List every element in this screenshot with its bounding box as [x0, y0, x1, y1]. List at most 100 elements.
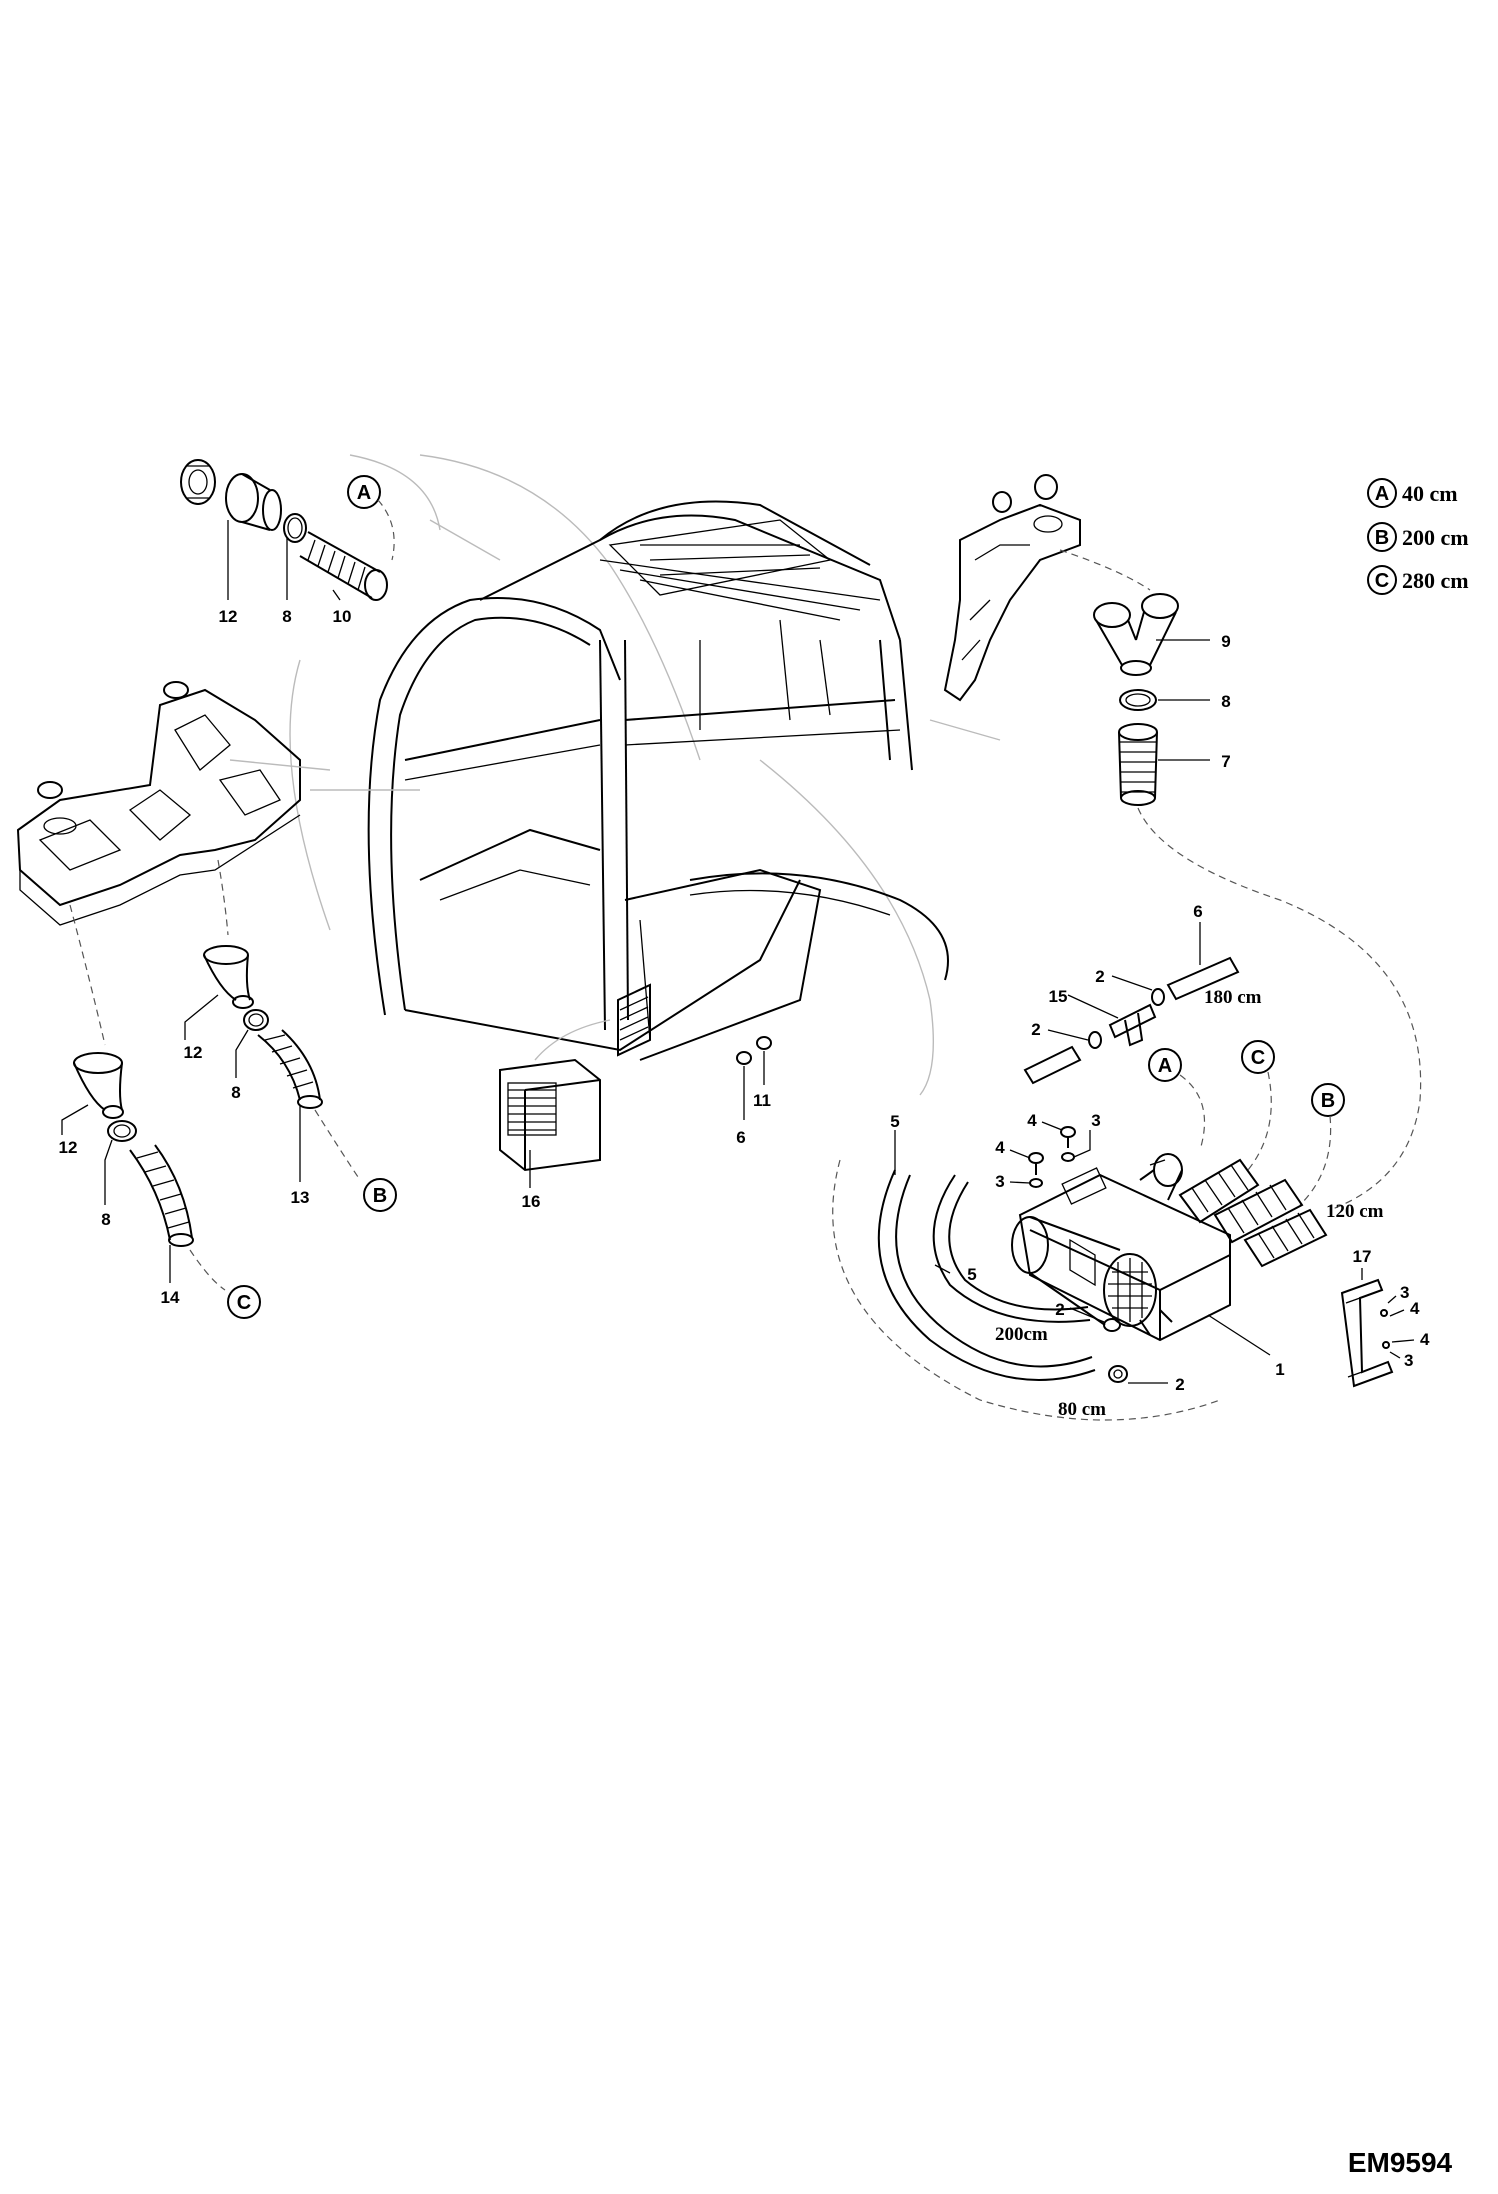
ref-circle-b-left	[363, 1178, 397, 1212]
callout-4-right: 4	[1027, 1111, 1037, 1130]
funnel-reducer-12-lower	[73, 1052, 124, 1119]
corrugated-hose-7	[1118, 723, 1158, 806]
outlet-hose-120	[1243, 1208, 1328, 1268]
svg-text:B: B	[1375, 527, 1389, 549]
cab-frame	[289, 454, 1001, 1096]
screw-4-left	[1028, 1152, 1044, 1175]
hose-clip-2-mid	[1088, 1031, 1102, 1049]
callout-3-bracket-b: 3	[1404, 1351, 1413, 1370]
funnel-reducer-12-upper	[203, 945, 254, 1009]
dim-200cm: 200cm	[995, 1324, 1048, 1345]
heater-fan-housing	[1011, 1216, 1157, 1327]
svg-text:200 cm: 200 cm	[1402, 525, 1469, 550]
t-piece-15	[1108, 1003, 1157, 1047]
dash-nut-left	[37, 781, 63, 799]
svg-text:A: A	[1375, 483, 1389, 505]
ref-circle-a-top	[347, 475, 381, 509]
dim-80cm: 80 cm	[1058, 1399, 1106, 1420]
bracket-screw-upper	[1380, 1309, 1388, 1317]
callout-4-bracket-a: 4	[1410, 1299, 1420, 1318]
detail-dash-duct: B 12 8 13 C 12 8 14	[16, 681, 397, 1319]
detail-heater-unit: 6 180 cm 2 15 2 A C B	[832, 902, 1384, 1421]
y-piece-9	[1093, 593, 1179, 676]
ref-circle-c-right	[1241, 1040, 1275, 1074]
hose-clip-2-left	[1103, 1318, 1121, 1332]
dash-nut-top	[163, 681, 189, 699]
callout-14: 14	[161, 1288, 180, 1307]
roof-nut-2	[1034, 474, 1058, 500]
callout-4-bracket-b: 4	[1420, 1330, 1430, 1349]
callout-7: 7	[1221, 752, 1230, 771]
callout-5-mid: 5	[967, 1265, 976, 1284]
cab-filter-16	[499, 1058, 601, 1172]
outlet-hose-a	[1139, 1153, 1183, 1201]
callout-3-bracket-a: 3	[1400, 1283, 1409, 1302]
callout-12-top: 12	[219, 607, 238, 626]
detail-roof-duct: 9 8 7	[943, 474, 1422, 1211]
legend-item-b: B 200 cm	[1367, 522, 1469, 552]
svg-text:C: C	[1375, 570, 1389, 592]
callout-2-heater-a: 2	[1055, 1300, 1064, 1319]
callout-13: 13	[291, 1188, 310, 1207]
ref-circle-b-right	[1311, 1083, 1345, 1117]
roof-duct-bracket	[943, 503, 1081, 702]
callout-15: 15	[1049, 987, 1068, 1006]
hose-clamp-8-right	[1119, 689, 1157, 711]
callout-3-right: 3	[1091, 1111, 1100, 1130]
callout-8-top: 8	[282, 607, 291, 626]
callout-2-mid: 2	[1031, 1020, 1040, 1039]
callout-2-heater-b: 2	[1175, 1375, 1184, 1394]
callout-2-upper: 2	[1095, 967, 1104, 986]
washer-3-left	[1029, 1178, 1043, 1188]
legend: A 40 cm B 200 cm C 280 cm	[1367, 478, 1469, 595]
heater-hose-5-inner	[932, 1174, 1091, 1323]
washer-3-right	[1061, 1152, 1075, 1162]
callout-12-mid: 12	[184, 1043, 203, 1062]
ref-circle-a-right	[1148, 1048, 1182, 1082]
hose-clip-2-upper	[1151, 988, 1165, 1006]
hose-pipe-6	[1166, 956, 1240, 1001]
heater-hose-5-outer	[877, 1169, 1096, 1381]
callout-16: 16	[522, 1192, 541, 1211]
cab-vent-grille	[617, 983, 651, 1057]
dim-120cm: 120 cm	[1326, 1201, 1384, 1222]
legend-item-a: A 40 cm	[1367, 478, 1458, 508]
callout-10-top: 10	[333, 607, 352, 626]
svg-text:40 cm: 40 cm	[1402, 481, 1458, 506]
callout-11: 11	[753, 1091, 771, 1110]
outlet-hose-c	[1178, 1158, 1260, 1224]
dim-180cm: 180 cm	[1204, 987, 1262, 1008]
corrugated-hose-14	[129, 1144, 194, 1247]
duct-reducer-12	[225, 473, 282, 531]
callout-4-left: 4	[995, 1138, 1005, 1157]
heater-unit-1	[1018, 1167, 1231, 1342]
duct-nut	[180, 459, 216, 505]
callout-17: 17	[1353, 1247, 1372, 1266]
ref-letter-c-right: C	[1251, 1047, 1265, 1069]
dash-duct-housing	[16, 688, 301, 926]
roof-nut-1	[992, 491, 1012, 513]
detail-rear-duct: A 12 8 10	[180, 454, 441, 626]
ref-letter-b-right: B	[1321, 1090, 1335, 1112]
detail-filter: 16 6 11	[499, 1019, 772, 1211]
callout-8-low: 8	[101, 1210, 110, 1229]
screw-4-right	[1060, 1126, 1076, 1148]
callout-8-mid: 8	[231, 1083, 240, 1102]
roof-grille	[608, 519, 832, 596]
callout-1: 1	[1275, 1360, 1284, 1379]
drawing-code: EM9594	[1348, 2147, 1453, 2178]
callout-12-low: 12	[59, 1138, 78, 1157]
callout-8-right: 8	[1221, 692, 1230, 711]
callout-3-left: 3	[995, 1172, 1004, 1191]
nut-11	[756, 1036, 772, 1050]
ref-letter-a-right: A	[1158, 1055, 1172, 1077]
callout-5-top: 5	[890, 1112, 899, 1131]
ref-circle-c-left	[227, 1285, 261, 1319]
hose-clamp-8-lower	[107, 1120, 137, 1142]
mounting-bracket-17	[1340, 1278, 1394, 1388]
legend-item-c: C 280 cm	[1367, 565, 1469, 595]
ref-letter-a-top: A	[357, 482, 371, 504]
callout-9: 9	[1221, 632, 1230, 651]
hose-clamp-8-upper	[243, 1009, 269, 1031]
